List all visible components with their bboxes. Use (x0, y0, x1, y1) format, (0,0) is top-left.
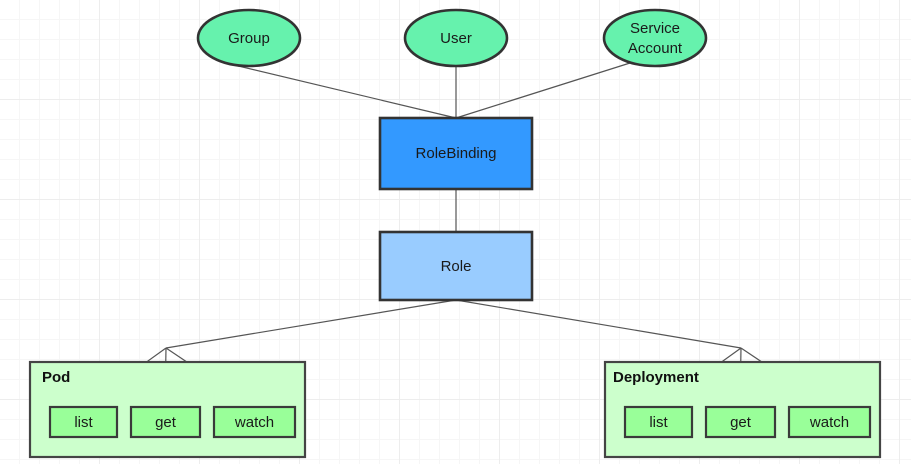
user-label: User (440, 30, 472, 47)
pod-action-get-label: get (155, 414, 177, 431)
deployment-group-label: Deployment (613, 369, 699, 386)
pod-group-label: Pod (42, 369, 70, 386)
deployment-action-watch-label: watch (809, 414, 849, 431)
node-role[interactable]: Role (378, 230, 534, 302)
resource-group-deployment[interactable]: Deployment list get watch (603, 360, 882, 459)
deployment-action-watch-box[interactable] (787, 405, 872, 439)
service-account-label-line1: Service (630, 20, 680, 37)
deployment-action-list-label: list (649, 414, 668, 431)
service-account-ellipse[interactable] (602, 8, 708, 68)
resource-group-pod[interactable]: Pod list get watch (28, 360, 307, 459)
edge-group-to-rolebinding (229, 63, 457, 119)
node-rolebinding[interactable]: RoleBinding (378, 116, 534, 191)
role-label: Role (441, 258, 472, 275)
node-service-account[interactable]: Service Account (602, 8, 708, 68)
edge-serviceaccount-to-rolebinding (455, 62, 631, 119)
pod-action-watch-label: watch (234, 414, 274, 431)
deployment-action-get-label: get (730, 414, 752, 431)
group-ellipse[interactable] (196, 8, 302, 68)
role-box[interactable] (378, 230, 534, 302)
edge-role-to-deployment (455, 299, 742, 349)
deployment-action-list-box[interactable] (623, 405, 694, 439)
rolebinding-box[interactable] (378, 116, 534, 191)
pod-action-list-label: list (74, 414, 93, 431)
group-label: Group (228, 30, 270, 47)
user-ellipse[interactable] (403, 8, 509, 68)
rolebinding-label: RoleBinding (416, 145, 497, 162)
node-user[interactable]: User (403, 8, 509, 68)
deployment-action-get-box[interactable] (704, 405, 777, 439)
service-account-label-line2: Account (628, 40, 683, 57)
edge-role-to-pod (165, 299, 457, 349)
pod-action-list-box[interactable] (48, 405, 119, 439)
node-group[interactable]: Group (196, 8, 302, 68)
pod-action-get-box[interactable] (129, 405, 202, 439)
pod-action-watch-box[interactable] (212, 405, 297, 439)
